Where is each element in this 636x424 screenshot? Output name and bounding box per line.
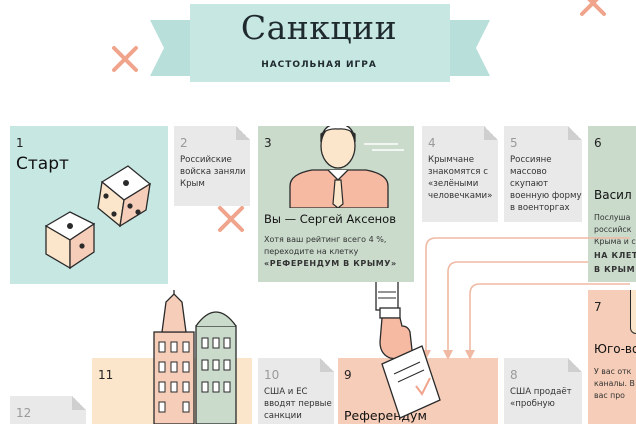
phone-icon: [630, 290, 636, 334]
cell-number: 2: [180, 136, 188, 150]
board-cell-10[interactable]: 10 США и ЕС вводят первые санкции против: [258, 358, 334, 424]
cell-text: У вас отк каналы. В у вас про: [594, 367, 636, 400]
cell-text: Российские войска заняли Крым: [180, 155, 246, 189]
board-cell-6[interactable]: 6 Васил Послуша российск Крыма и с НА КЛ…: [588, 126, 636, 282]
cross-mark-icon: [112, 46, 138, 72]
board-cell-8[interactable]: 8 США продаёт «пробную: [504, 358, 582, 424]
cell-title: Васил: [594, 188, 632, 202]
cell-text: Хотя ваш рейтинг всего 4 %, переходите н…: [264, 235, 387, 256]
cell-number: 6: [594, 136, 602, 150]
cell-text: Крымчане знакомятся с «зелёными человечк…: [428, 155, 493, 201]
cell-text: США продаёт «пробную: [510, 387, 572, 409]
cell-number: 11: [98, 368, 114, 382]
cell-text: Россияне массово скупают военную форму в…: [510, 155, 582, 213]
page-fold-icon: [568, 358, 582, 372]
cell-number: 3: [264, 136, 272, 150]
board-cell-7[interactable]: 7 Юго-во У вас отк каналы. В у вас про: [588, 290, 636, 424]
board-cell-4[interactable]: 4 Крымчане знакомятся с «зелёными челове…: [422, 126, 498, 222]
page-fold-icon: [568, 126, 582, 140]
cell-link-text[interactable]: В КРЫМ: [594, 265, 636, 274]
board-cell-1-start[interactable]: 1 Старт: [10, 126, 168, 284]
page-title: Санкции: [240, 8, 398, 47]
board-cell-5[interactable]: 5 Россияне массово скупают военную форму…: [504, 126, 582, 222]
cell-title: Вы — Сергей Аксенов: [264, 212, 396, 226]
title-banner: [150, 4, 490, 82]
board-cell-2[interactable]: 2 Российские войска заняли Крым: [174, 126, 250, 206]
cell-title: Юго-во: [594, 342, 636, 356]
board-cell-12[interactable]: 12: [10, 396, 86, 424]
page-fold-icon: [72, 396, 86, 410]
ballot-hand-icon: [375, 282, 441, 419]
path-arrows: [421, 237, 630, 360]
person-portrait-icon: [289, 126, 404, 208]
city-buildings-icon: [153, 290, 237, 424]
cross-mark-icon: [218, 206, 244, 232]
page-fold-icon: [320, 358, 334, 372]
cell-number: 1: [16, 136, 24, 150]
cell-number: 12: [16, 406, 32, 420]
page-subtitle: НАСТОЛЬНАЯ ИГРА: [261, 60, 377, 70]
cell-text: США и ЕС вводят первые санкции против: [264, 387, 332, 424]
cell-title: Старт: [16, 154, 69, 174]
cell-number: 7: [594, 300, 602, 314]
cell-link-text[interactable]: НА КЛЕТК: [594, 251, 636, 260]
cell-link-text[interactable]: «РЕФЕРЕНДУМ В КРЫМУ»: [264, 259, 397, 268]
cell-text: Послуша российск Крыма и с: [594, 213, 636, 246]
cell-number: 9: [344, 368, 352, 382]
cell-number: 5: [510, 136, 518, 150]
board-cell-3[interactable]: 3 Вы — Сергей Аксенов Хотя ваш рейтинг в…: [258, 126, 414, 282]
page-fold-icon: [236, 126, 250, 140]
page-fold-icon: [484, 126, 498, 140]
cross-mark-icon: [580, 0, 606, 16]
cell-number: 10: [264, 368, 280, 382]
cell-number: 4: [428, 136, 436, 150]
cell-number: 8: [510, 368, 518, 382]
dice-icon: [44, 165, 152, 270]
